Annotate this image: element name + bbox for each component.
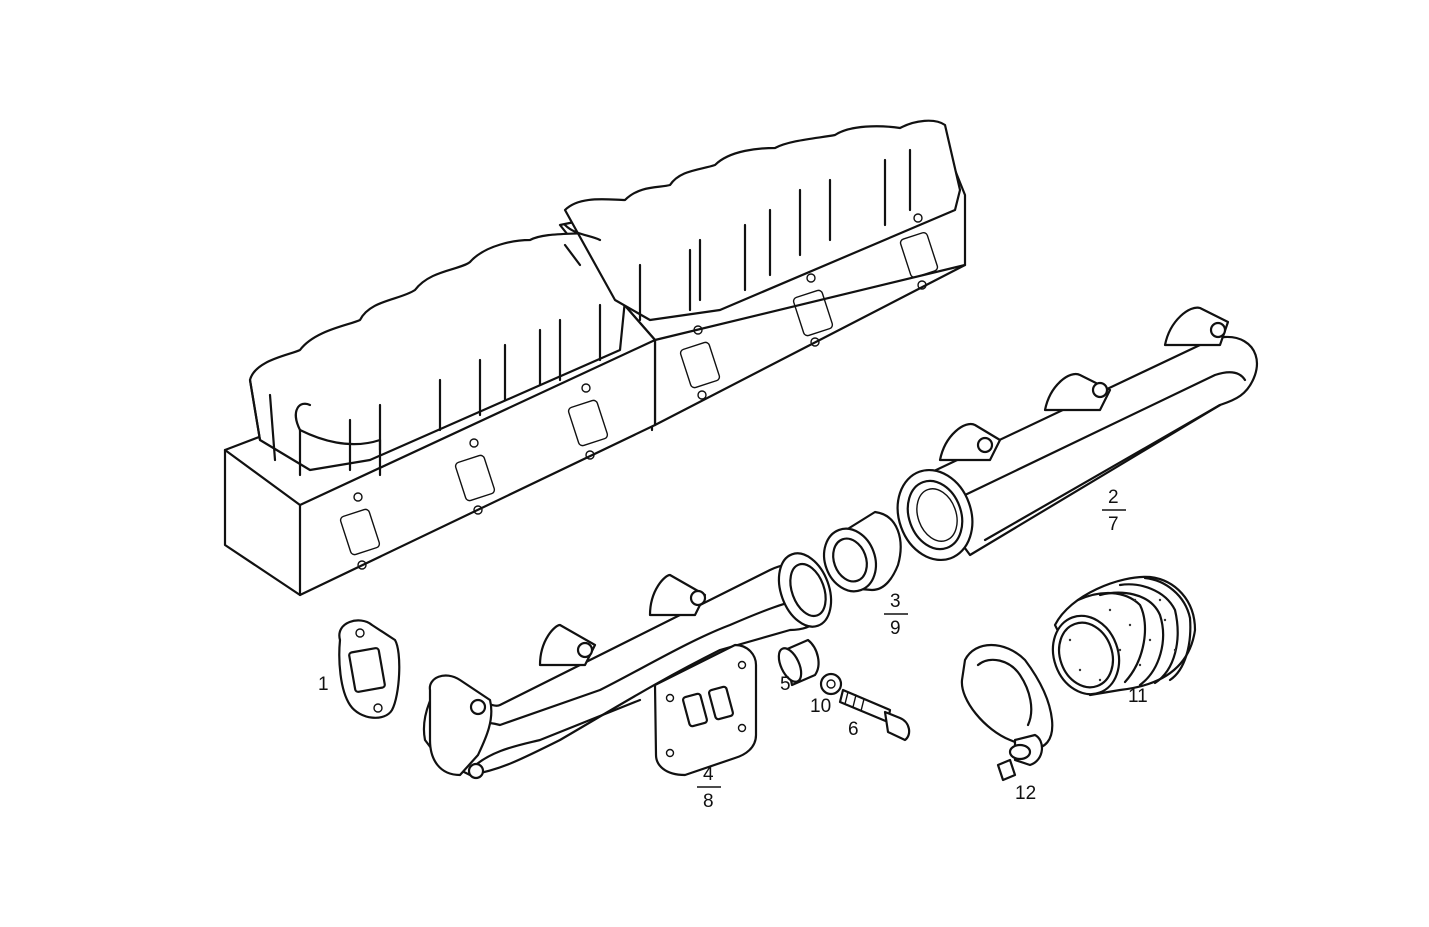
callout-8: 8 [703,791,714,812]
callout-3: 3 [890,591,901,612]
stud-bolt [838,688,911,742]
front-exhaust-manifold [422,552,833,780]
bellows-hose [1051,575,1197,697]
spacer-sleeve [777,638,820,687]
callout-4: 4 [703,764,714,785]
callout-5: 5 [780,674,791,695]
cylinder-heads [223,119,967,597]
rear-exhaust-manifold [896,306,1258,562]
manifold-gasket [338,619,401,719]
callout-7: 7 [1108,514,1119,535]
callout-2: 2 [1108,487,1119,508]
callout-6: 6 [848,719,859,740]
callout-labels: 1 2 7 3 9 4 8 5 10 6 11 12 [318,487,1148,812]
nut [819,672,843,696]
callout-11: 11 [1128,686,1148,707]
coupling-sleeve [822,510,902,593]
callout-1: 1 [318,674,329,695]
callout-12: 12 [1015,783,1036,804]
callout-10: 10 [810,696,831,717]
callout-9: 9 [890,618,901,639]
v-band-clamp [960,644,1054,782]
